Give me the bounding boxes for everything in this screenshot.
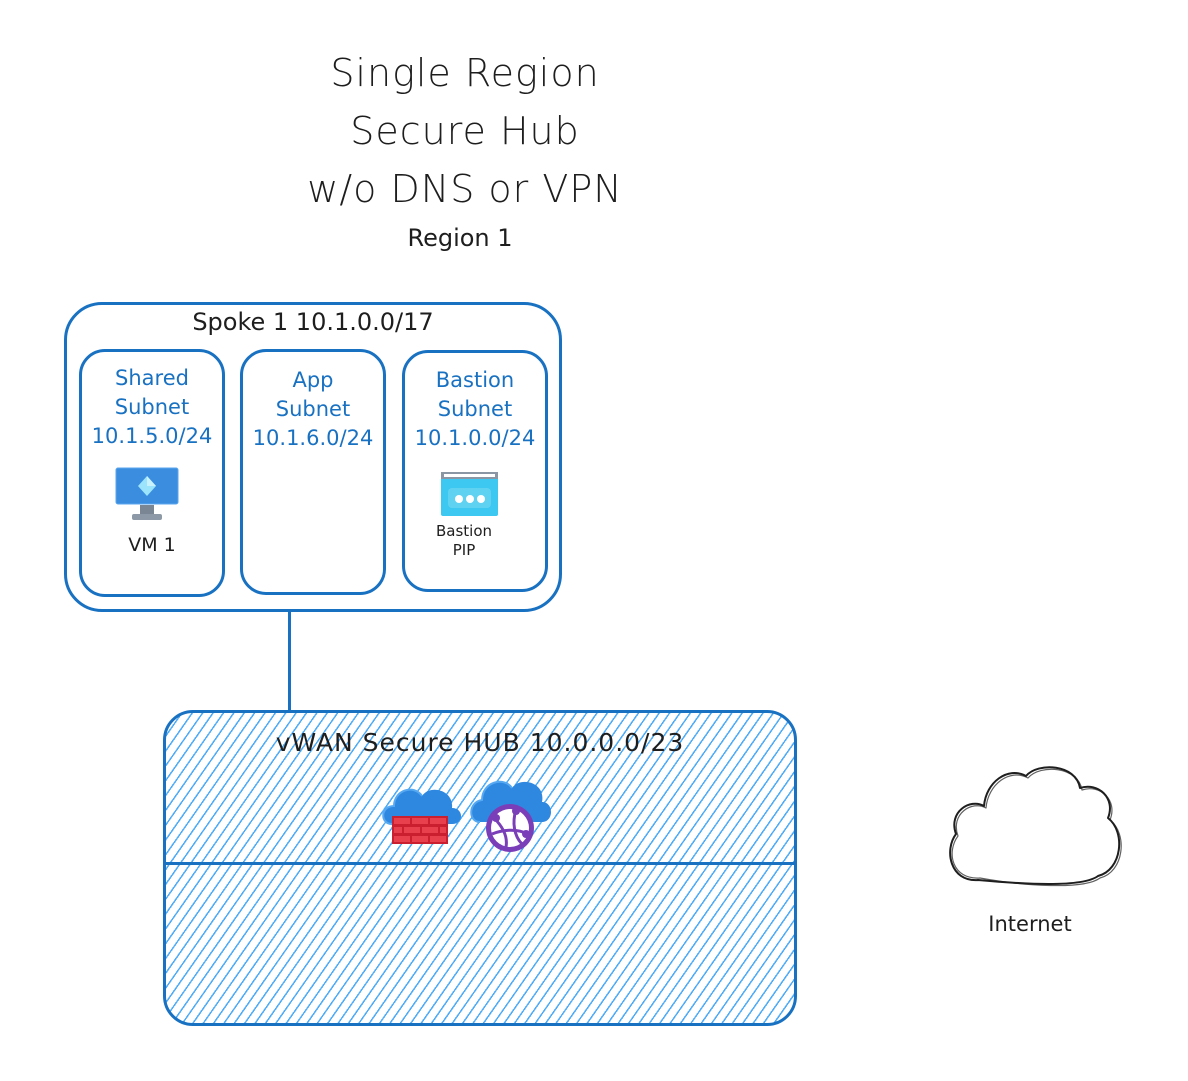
subnet-app [240, 349, 386, 595]
vm-label: VM 1 [128, 534, 176, 556]
spoke-hub-connection [288, 612, 291, 710]
title-line-1: Single Region [330, 51, 600, 95]
title-line-2: Secure Hub [350, 109, 580, 153]
subnet-app-label: App Subnet 10.1.6.0/24 [240, 366, 386, 453]
subnet-bastion-name-2: Subnet [437, 397, 513, 421]
diagram-title: Single Region Secure Hub w/o DNS or VPN [0, 44, 930, 218]
cloud-icon [949, 766, 1122, 887]
spoke-container [64, 302, 562, 612]
bastion-pip-line-2: PIP [452, 541, 476, 559]
subnet-app-name-2: Subnet [275, 397, 351, 421]
subnet-shared-label: Shared Subnet 10.1.5.0/24 [79, 364, 225, 451]
hub-label: vWAN Secure HUB 10.0.0.0/23 [275, 728, 685, 757]
subnet-app-cidr: 10.1.6.0/24 [252, 426, 374, 450]
subnet-shared-name-2: Subnet [114, 395, 190, 419]
subnet-bastion-cidr: 10.1.0.0/24 [414, 426, 536, 450]
subnet-app-name-1: App [292, 368, 334, 392]
subnet-shared [79, 349, 225, 597]
bastion-pip-line-1: Bastion [435, 522, 493, 540]
subnet-bastion-label: Bastion Subnet 10.1.0.0/24 [402, 366, 548, 453]
bastion-icon [441, 472, 498, 516]
bastion-pip-label: Bastion PIP [412, 522, 516, 560]
virtual-machine-icon [115, 467, 179, 520]
subnet-shared-cidr: 10.1.5.0/24 [91, 424, 213, 448]
region-label: Region 1 [407, 224, 513, 252]
vwan-hub [163, 710, 797, 1026]
hub-divider [163, 862, 797, 865]
internet-label: Internet [988, 912, 1072, 936]
spoke-label: Spoke 1 10.1.0.0/17 [192, 308, 434, 336]
title-line-3: w/o DNS or VPN [307, 167, 623, 211]
virtual-wan-icon [470, 780, 551, 852]
subnet-shared-name-1: Shared [115, 366, 189, 390]
firewall-cloud-icon [382, 788, 461, 844]
subnet-bastion-name-1: Bastion [435, 368, 515, 392]
subnet-bastion [402, 350, 548, 592]
